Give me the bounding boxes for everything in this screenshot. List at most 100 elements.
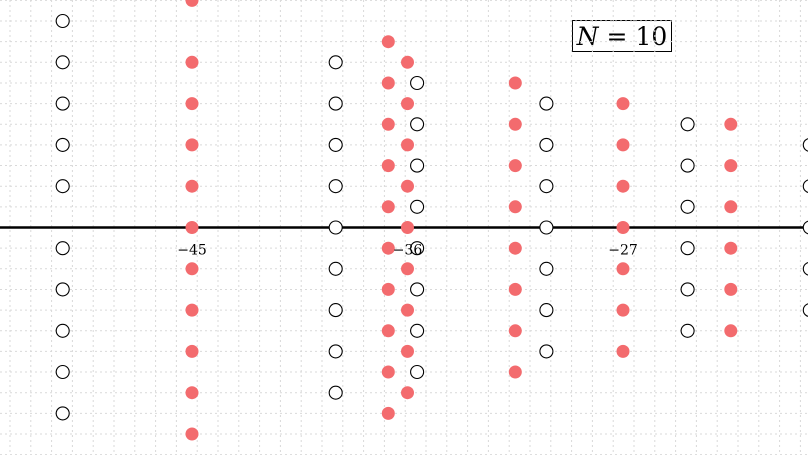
open-dot <box>328 385 343 400</box>
filled-dot <box>508 282 522 296</box>
n-label-box: N = 10 <box>572 20 672 52</box>
open-dot <box>55 364 70 380</box>
filled-dot <box>185 179 199 193</box>
filled-dot <box>724 282 738 296</box>
open-dot <box>55 179 70 194</box>
n-variable: N <box>576 21 599 51</box>
open-dot <box>539 137 554 152</box>
filled-dot <box>401 97 414 111</box>
open-dot <box>539 261 554 276</box>
filled-dot <box>616 138 630 152</box>
filled-dot <box>508 159 522 173</box>
filled-dot <box>381 365 395 379</box>
open-dot <box>680 158 695 173</box>
open-dot <box>539 96 554 111</box>
open-dot <box>328 179 343 194</box>
open-dot <box>410 199 425 214</box>
open-dot <box>802 179 808 194</box>
open-dot <box>328 261 343 276</box>
open-dot <box>680 199 695 214</box>
filled-dot <box>185 386 199 400</box>
open-dot <box>55 55 70 70</box>
open-dot <box>680 117 695 132</box>
open-dot <box>55 323 70 338</box>
filled-dot <box>724 324 738 338</box>
open-dot <box>539 179 554 194</box>
filled-dot <box>401 55 414 69</box>
filled-dot <box>616 303 630 317</box>
open-dot <box>328 55 343 70</box>
filled-dot <box>401 221 414 234</box>
filled-dot <box>185 303 199 317</box>
filled-dot <box>616 221 630 234</box>
filled-dot <box>185 138 199 152</box>
open-dot <box>55 13 70 29</box>
filled-dot <box>381 200 395 214</box>
open-dot <box>410 75 425 91</box>
open-dot <box>802 303 808 317</box>
open-dot <box>539 220 554 235</box>
filled-dot <box>616 262 630 276</box>
filled-dot <box>724 159 738 173</box>
open-dot <box>410 282 425 297</box>
open-dot <box>328 303 343 318</box>
filled-dot <box>508 324 522 338</box>
open-dot <box>410 158 425 173</box>
filled-dot <box>401 344 414 358</box>
filled-dot <box>616 97 630 111</box>
open-dot <box>410 117 425 132</box>
tick-label: −45 <box>177 243 207 259</box>
filled-dot <box>508 76 522 90</box>
dot-columns <box>55 0 808 441</box>
filled-dot <box>724 241 738 255</box>
filled-dot <box>381 76 395 90</box>
filled-dot <box>508 241 522 255</box>
filled-dot <box>185 427 199 441</box>
filled-dot <box>381 324 395 338</box>
filled-dot <box>401 262 414 276</box>
filled-dot <box>381 159 395 173</box>
filled-dot <box>381 241 395 255</box>
open-dot <box>539 344 554 359</box>
open-dot <box>328 137 343 152</box>
equals-sign: = <box>606 21 628 51</box>
axis-tick-labels: −45−36−27 <box>177 243 638 259</box>
open-dot <box>55 96 70 111</box>
filled-dot <box>616 344 630 358</box>
open-dot <box>55 282 70 297</box>
filled-dot <box>381 406 395 420</box>
filled-dot <box>508 365 522 379</box>
filled-dot <box>508 200 522 214</box>
filled-dot <box>185 97 199 111</box>
open-dot <box>328 220 343 235</box>
open-dot <box>802 138 808 152</box>
filled-dot <box>185 55 199 69</box>
filled-dot <box>401 386 414 400</box>
open-dot <box>410 364 425 380</box>
filled-dot <box>508 117 522 131</box>
filled-dot <box>185 221 199 234</box>
open-dot <box>802 220 808 235</box>
filled-dot <box>401 179 414 193</box>
n-value: 10 <box>635 21 668 51</box>
filled-dot <box>401 303 414 317</box>
filled-dot <box>185 0 199 7</box>
open-dot <box>55 137 70 152</box>
open-dot <box>328 96 343 111</box>
filled-dot <box>381 282 395 296</box>
filled-dot <box>724 200 738 214</box>
filled-dot <box>616 179 630 193</box>
filled-dot <box>381 35 395 49</box>
open-dot <box>539 303 554 318</box>
tick-label: −27 <box>608 243 638 259</box>
open-dot <box>680 241 695 256</box>
filled-dot <box>381 117 395 131</box>
filled-dot <box>185 344 199 358</box>
filled-dot <box>724 117 738 131</box>
filled-dot <box>401 138 414 152</box>
open-dot <box>802 261 808 276</box>
filled-dot <box>185 262 199 276</box>
open-dot <box>680 323 695 338</box>
